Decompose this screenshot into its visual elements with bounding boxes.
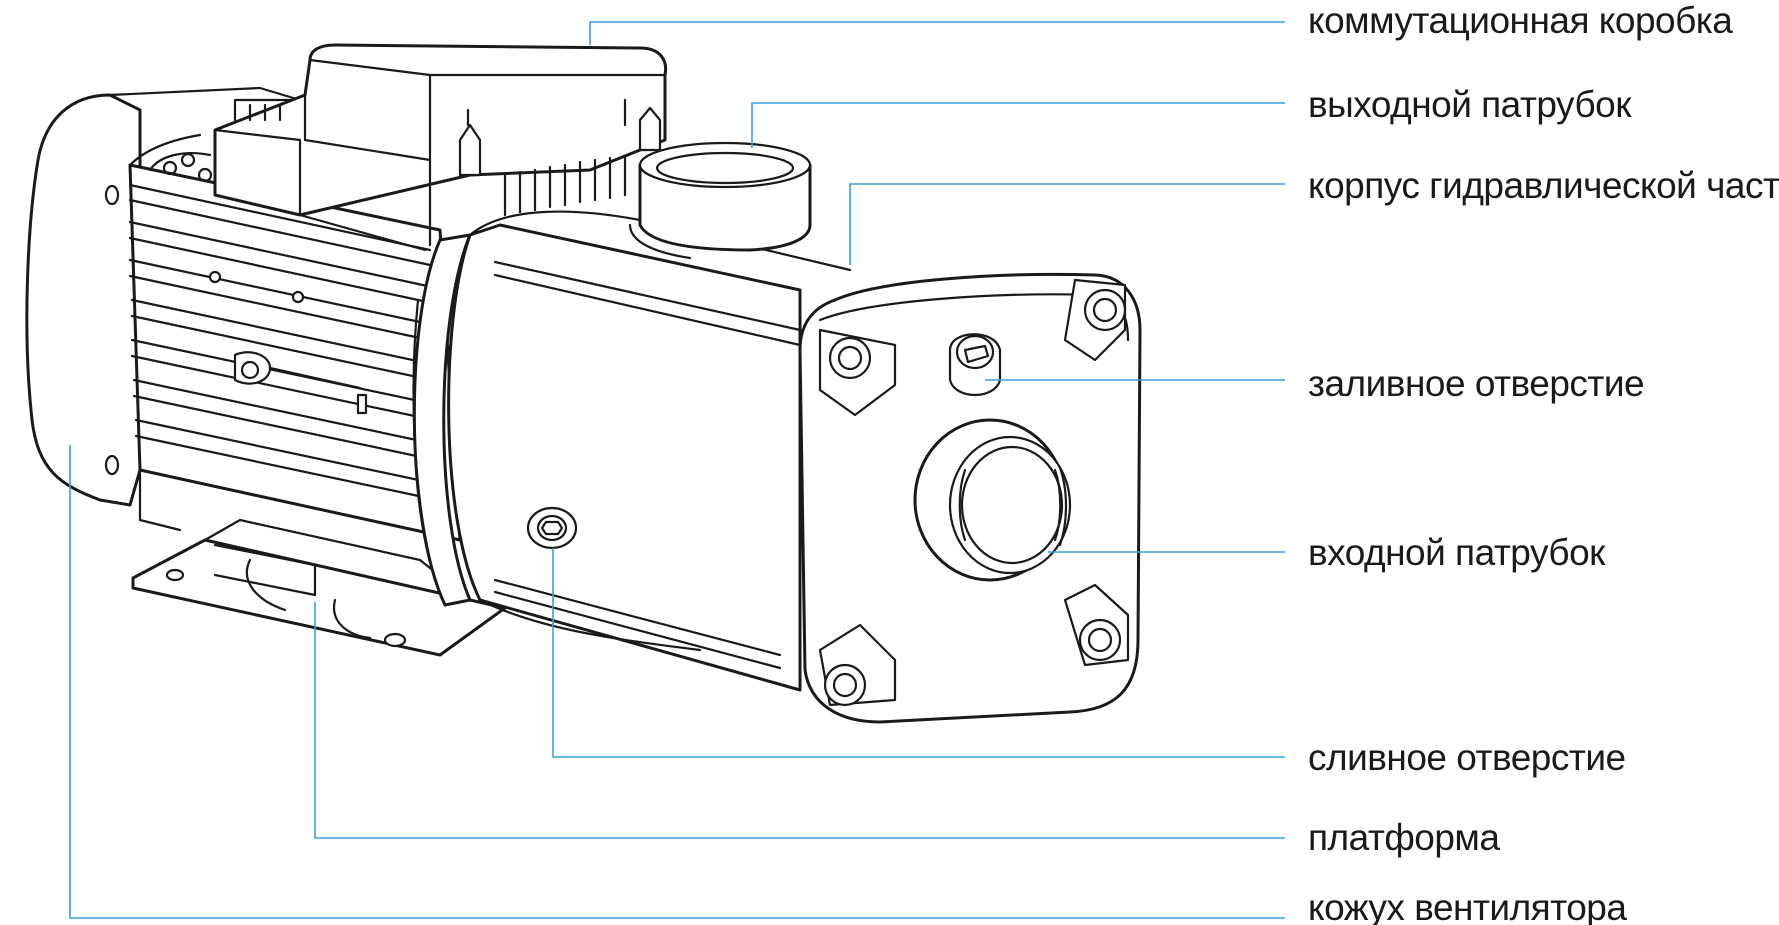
label-inlet: входной патрубок	[1308, 532, 1606, 573]
label-hydraulic-housing: корпус гидравлической части	[1308, 165, 1779, 206]
outlet-nozzle	[628, 141, 812, 260]
leader-terminal-box	[589, 21, 1285, 45]
label-platform: платформа	[1308, 817, 1500, 858]
labels: коммутационная коробка выходной патрубок…	[1308, 0, 1779, 925]
leader-drain-hole	[552, 548, 1285, 758]
label-terminal-box: коммутационная коробка	[1308, 0, 1733, 41]
pump-illustration	[25, 43, 1142, 724]
fan-cover	[25, 86, 302, 507]
base-platform	[131, 518, 507, 657]
label-fan-cover: кожух вентилятора	[1308, 887, 1627, 925]
terminal-box	[213, 43, 668, 252]
leader-outlet	[751, 102, 1285, 148]
label-filling-hole: заливное отверстие	[1308, 363, 1644, 404]
front-flange	[798, 272, 1142, 724]
leader-platform	[314, 602, 1285, 839]
label-outlet: выходной патрубок	[1308, 84, 1632, 125]
leader-hydraulic-housing	[849, 183, 1285, 265]
motor-body	[128, 133, 462, 542]
leader-lines	[69, 21, 1285, 919]
label-drain-hole: сливное отверстие	[1308, 737, 1626, 778]
hydraulic-housing	[412, 210, 852, 692]
leader-fan-cover	[69, 445, 1285, 919]
